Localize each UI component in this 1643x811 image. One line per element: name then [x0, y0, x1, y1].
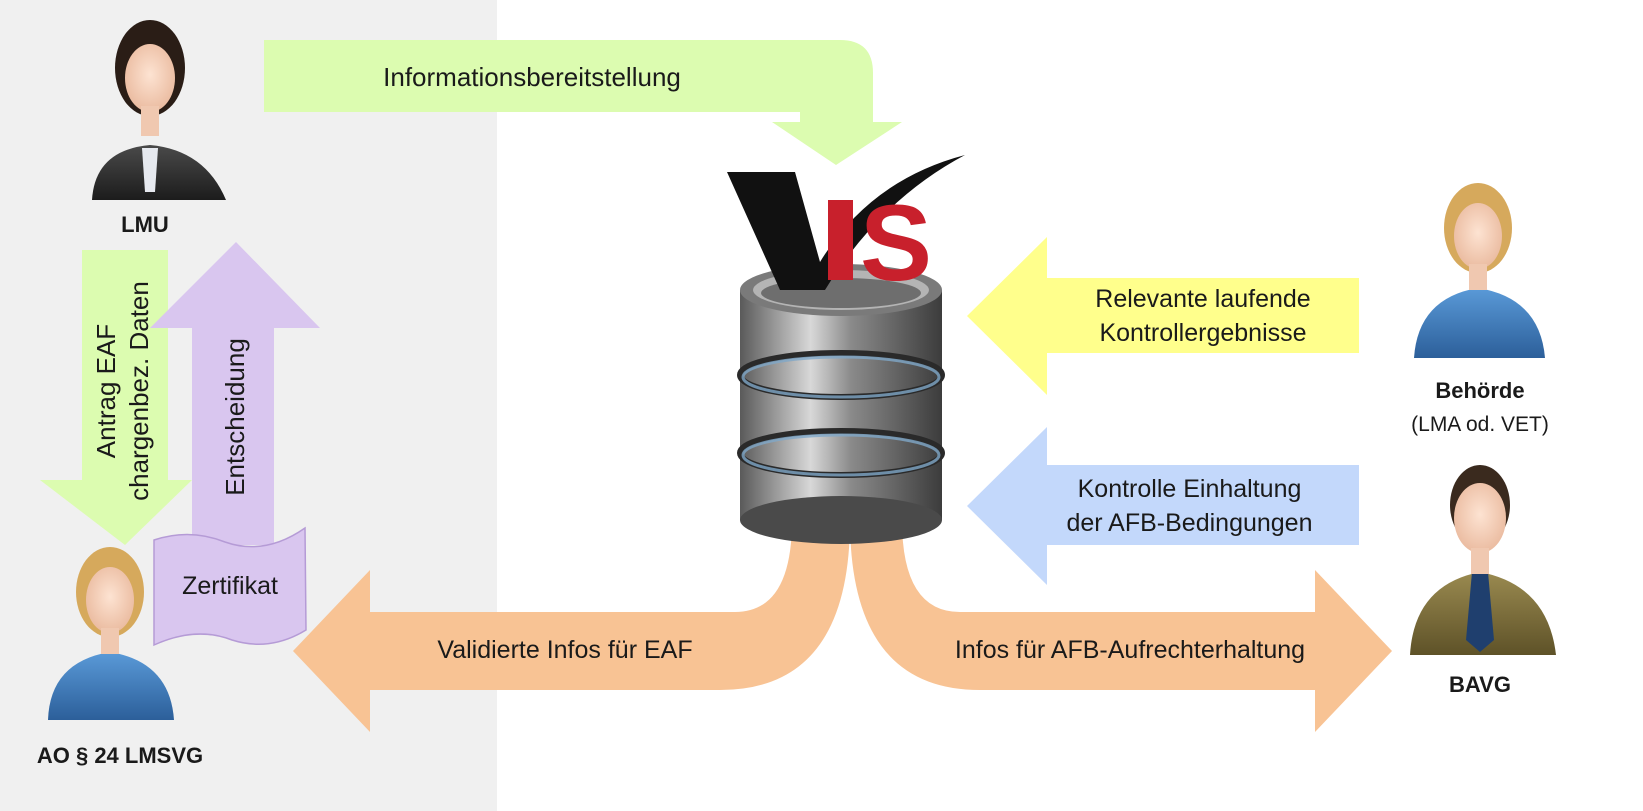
afb-maintenance-arrow-label: Infos für AFB-Aufrechterhaltung — [954, 636, 1306, 664]
afb-control-arrow — [967, 427, 1359, 585]
information-arrow — [264, 40, 902, 165]
afb-control-arrow-label: Kontrolle Einhaltung der AFB-Bedingungen — [1020, 472, 1359, 540]
ao-label: AO § 24 LMSVG — [36, 743, 204, 768]
information-arrow-label: Informationsbereitstellung — [383, 62, 681, 92]
lmu-avatar — [92, 20, 226, 200]
afb-control-label-line1: Kontrolle Einhaltung — [1077, 475, 1302, 503]
control-results-label-line2: Kontrollergebnisse — [1099, 319, 1307, 347]
application-arrow-label: Antrag EAF chargenbez. Daten — [90, 261, 160, 521]
authority-avatar — [1414, 183, 1545, 358]
afb-maintenance-arrow — [850, 520, 1392, 732]
certificate-label: Zertifikat — [182, 572, 278, 600]
authority-label: Behörde — [1435, 378, 1525, 403]
svg-text:S: S — [860, 182, 932, 303]
bavg-avatar — [1410, 465, 1556, 655]
authority-sublabel: (LMA od. VET) — [1411, 413, 1549, 436]
control-results-arrow — [967, 237, 1359, 395]
control-results-label-line1: Relevante laufende — [1095, 285, 1311, 313]
validated-info-arrow — [293, 520, 850, 732]
application-arrow — [40, 250, 192, 545]
lmu-label: LMU — [121, 212, 169, 237]
vis-database — [737, 264, 945, 544]
application-arrow-label-line2: chargenbez. Daten — [124, 281, 154, 501]
validated-info-arrow-label: Validierte Infos für EAF — [437, 636, 693, 664]
afb-control-label-line2: der AFB-Bedingungen — [1066, 509, 1313, 537]
application-arrow-label-line1: Antrag EAF — [91, 323, 121, 459]
decision-arrow — [150, 242, 320, 545]
ao-avatar — [48, 547, 174, 720]
vis-logo: S — [727, 155, 965, 303]
certificate-shape — [153, 526, 307, 647]
decision-arrow-label: Entscheidung — [220, 338, 250, 496]
control-results-arrow-label: Relevante laufende Kontrollergebnisse — [1047, 282, 1359, 350]
bavg-label: BAVG — [1449, 672, 1511, 697]
